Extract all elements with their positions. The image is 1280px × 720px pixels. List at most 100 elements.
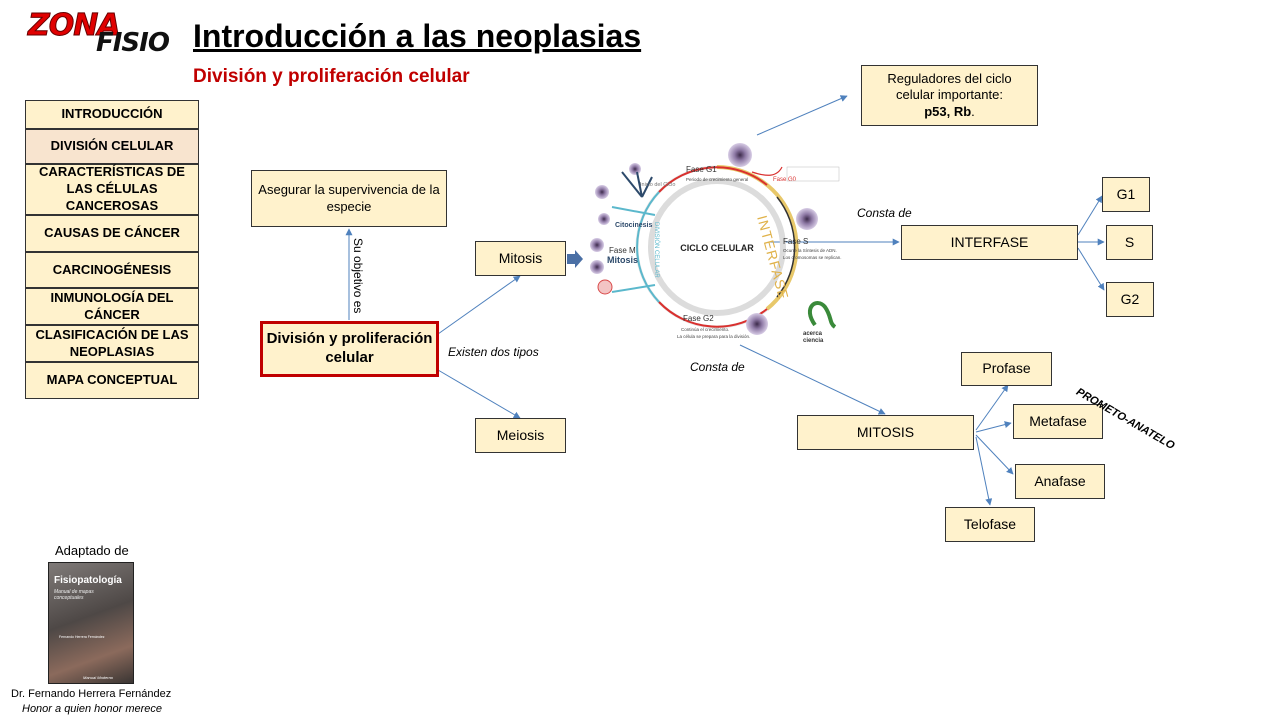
mitosis-caps-text: MITOSIS <box>856 423 915 440</box>
cell-g1 <box>728 143 752 167</box>
arrow-to-anafase <box>975 434 1014 475</box>
anafase-box: Anafase <box>1015 464 1105 499</box>
nav-item-mapa-conceptual[interactable]: MAPA CONCEPTUAL <box>25 362 199 399</box>
cell-cyto-1 <box>595 185 609 199</box>
s-title: Fase S <box>783 237 808 246</box>
inicio-label: Inicio del Ciclo <box>640 182 675 188</box>
purpose-label: Su objetivo es <box>351 238 365 314</box>
m-title: Fase M <box>609 246 636 255</box>
arrow-to-g1 <box>1077 195 1103 236</box>
book-cover: Fisiopatología Manual de mapas conceptua… <box>48 562 134 684</box>
profase-box: Profase <box>961 352 1052 386</box>
nav-label: MAPA CONCEPTUAL <box>46 372 178 388</box>
meiosis-box: Meiosis <box>475 418 566 453</box>
arrow-to-mitosis <box>437 275 521 335</box>
arrow-to-metafase <box>975 421 1012 433</box>
book-cover-subtitle: Manual de mapas conceptuales <box>54 589 94 601</box>
arrow-to-g2 <box>1077 247 1105 291</box>
cell-m-4 <box>597 279 613 295</box>
cycle-inner-ring <box>648 178 786 316</box>
g1-title: Fase G1 <box>686 165 717 174</box>
g2-desc-2: La célula se prepara para la división. <box>677 334 750 339</box>
cell-m-1 <box>598 213 610 225</box>
adapted-from-label: Adaptado de <box>55 543 129 558</box>
s-desc-1: Ocurre la Síntesis de ADN. <box>783 248 837 253</box>
regulators-end: . <box>971 103 975 119</box>
g1-arc <box>658 166 768 193</box>
nav-item-caracteristicas[interactable]: CARACTERÍSTICAS DE LAS CÉLULAS CANCEROSA… <box>25 164 199 215</box>
s-desc-2: Los cromosomas se replican. <box>783 255 842 260</box>
arrow-to-profase <box>975 384 1009 431</box>
nav-label: CARCINOGÉNESIS <box>52 261 172 277</box>
nav-label: DIVISIÓN CELULAR <box>50 138 174 154</box>
cell-m-3 <box>590 260 604 274</box>
interfase-box: INTERFASE <box>901 225 1078 260</box>
telofase-box: Telofase <box>945 507 1035 542</box>
purpose-box: Asegurar la supervivencia de la especie <box>251 170 447 227</box>
g1-box: G1 <box>1102 177 1150 212</box>
nav-item-carcinogenesis[interactable]: CARCINOGÉNESIS <box>25 252 199 288</box>
nav-label: CARACTERÍSTICAS DE LAS CÉLULAS CANCEROSA… <box>39 164 185 213</box>
types-label: Existen dos tipos <box>448 345 539 359</box>
g2-desc-1: Continúa el crecimiento. <box>681 327 729 332</box>
nav-label: INTRODUCCIÓN <box>61 106 163 122</box>
book-cover-author: Fernando Herrera Fernández <box>59 635 105 639</box>
cycle-arrow-g0 <box>751 166 783 176</box>
author-name: Dr. Fernando Herrera Fernández <box>11 688 172 700</box>
metafase-box: Metafase <box>1013 404 1103 439</box>
arrow-to-regulators <box>756 95 848 136</box>
metafase-text: Metafase <box>1029 412 1087 429</box>
s-text: S <box>1124 233 1135 250</box>
book-cover-publisher: Manual Moderno <box>83 675 114 680</box>
m-arc <box>636 191 660 303</box>
nav-label: CAUSAS DE CÁNCER <box>44 225 180 241</box>
logo-word-fisio: FISIO <box>96 28 170 58</box>
telofase-text: Telofase <box>963 515 1017 532</box>
nav-item-clasificacion[interactable]: CLASIFICACIÓN DE LAS NEOPLASIAS <box>25 325 199 362</box>
mitosis-caps-box: MITOSIS <box>797 415 974 450</box>
page-subtitle: División y proliferación celular <box>193 66 470 87</box>
nav-label: CLASIFICACIÓN DE LAS NEOPLASIAS <box>35 326 189 359</box>
meiosis-text: Meiosis <box>496 426 545 443</box>
logo-word-zona: ZONA <box>28 8 122 44</box>
nav-item-inmunologia[interactable]: INMUNOLOGÍA DEL CÁNCER <box>25 288 199 325</box>
g0-legend <box>786 166 840 182</box>
nav-label: INMUNOLOGÍA DEL CÁNCER <box>50 289 174 322</box>
nav-item-division-celular[interactable]: DIVISIÓN CELULAR <box>25 129 199 164</box>
m-pointer-top <box>611 206 656 216</box>
mitosis-box: Mitosis <box>475 241 566 276</box>
arrow-to-mitosis-caps <box>739 344 886 415</box>
citocinesis-label: Citocinesis <box>615 222 652 229</box>
main-concept-text: División y proliferación celular <box>266 330 433 366</box>
author-motto: Honor a quien honor merece <box>22 703 163 715</box>
m-sub: Mitosis <box>607 255 638 265</box>
arrow-to-meiosis <box>437 369 521 419</box>
nav-item-introduccion[interactable]: INTRODUCCIÓN <box>25 100 199 129</box>
nav-item-causas-cancer[interactable]: CAUSAS DE CÁNCER <box>25 215 199 252</box>
consta-de-label-2: Consta de <box>690 360 745 374</box>
cytokinesis-arrows <box>621 171 653 198</box>
regulators-text: Reguladores del ciclo celular importante… <box>887 71 1012 103</box>
g2-box: G2 <box>1106 282 1154 317</box>
g0-label: Fase G0 <box>773 177 797 183</box>
arrow-to-telofase <box>975 436 993 506</box>
regulators-box: Reguladores del ciclo celular importante… <box>861 65 1038 126</box>
brand-line-1: acerca <box>803 331 823 337</box>
g2-text: G2 <box>1120 290 1140 307</box>
cell-cycle-illustration: CICLO CELULAR INTERFASE DIVISIÓN CELULAR… <box>590 143 842 344</box>
profase-text: Profase <box>982 360 1031 377</box>
regulators-bold: p53, Rb <box>924 103 972 119</box>
cell-cyto-2 <box>629 163 641 175</box>
s-arc <box>776 196 796 298</box>
brand-logo-icon <box>807 301 837 329</box>
s-box: S <box>1106 225 1153 260</box>
division-arc-label: DIVISIÓN CELULAR <box>653 222 660 278</box>
anafase-text: Anafase <box>1034 472 1086 489</box>
cell-m-2 <box>590 238 604 252</box>
cell-g2 <box>746 313 768 335</box>
mitosis-text: Mitosis <box>498 249 543 266</box>
book-cover-title: Fisiopatología <box>54 575 122 586</box>
g1-text: G1 <box>1116 185 1136 202</box>
main-concept-box: División y proliferación celular <box>260 321 439 377</box>
